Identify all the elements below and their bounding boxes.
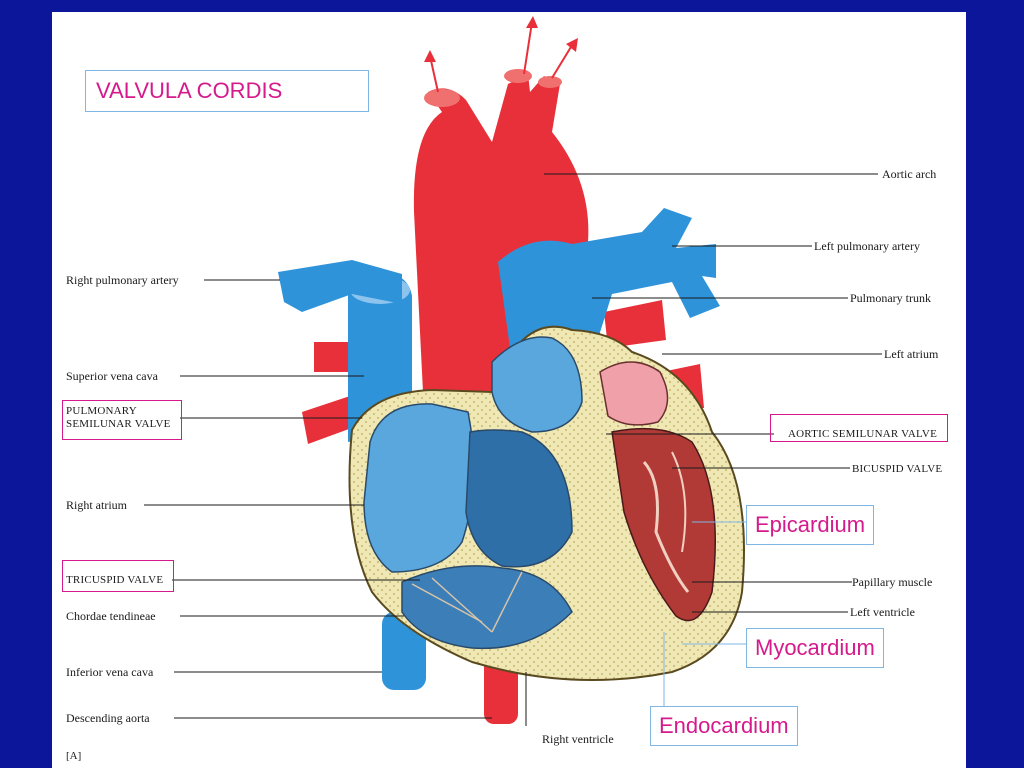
leader-lines-left	[144, 279, 492, 719]
layer-box-connectors	[663, 521, 746, 708]
pulmonary-trunk-vessel	[498, 208, 720, 362]
label-pulmonary-semilunar-valve-line2: SEMILUNAR VALVE	[66, 418, 171, 430]
label-right-atrium: Right atrium	[66, 498, 127, 512]
label-papillary-muscle: Papillary muscle	[852, 575, 933, 589]
label-tricuspid-valve: TRICUSPID VALVE	[66, 574, 164, 586]
pulmonary-valve-region	[491, 336, 583, 433]
label-pulmonary-trunk: Pulmonary trunk	[850, 291, 931, 305]
slide: VALVULA CORDIS Right pulmonary artery Su…	[52, 12, 966, 768]
pulmonary-semilunar-valve-highlight	[62, 400, 182, 440]
label-left-pulmonary-artery: Left pulmonary artery	[814, 239, 920, 253]
label-pulmonary-semilunar-valve-line1: PULMONARY	[66, 405, 137, 417]
aortic-arch-vessel	[413, 74, 589, 412]
endocardium-box: Endocardium	[650, 706, 798, 746]
right-atrium-chamber	[363, 403, 475, 573]
label-right-ventricle: Right ventricle	[542, 732, 614, 746]
label-inferior-vena-cava: Inferior vena cava	[66, 665, 154, 679]
label-figure-tag: [A]	[66, 750, 82, 762]
right-pulmonary-artery-vessel	[278, 260, 402, 312]
right-ventricle-chamber	[401, 565, 573, 650]
heart-illustration	[144, 16, 882, 726]
slide-title: VALVULA CORDIS	[85, 70, 369, 112]
label-chordae-tendineae: Chordae tendineae	[66, 609, 156, 623]
leader-lines-right	[525, 173, 882, 726]
label-left-atrium: Left atrium	[884, 347, 939, 361]
tricuspid-valve-highlight	[62, 560, 174, 592]
label-aortic-semilunar-valve: AORTIC SEMILUNAR VALVE	[788, 428, 937, 440]
label-right-pulmonary-artery: Right pulmonary artery	[66, 273, 179, 287]
myocardium-box: Myocardium	[746, 628, 884, 668]
label-superior-vena-cava: Superior vena cava	[66, 369, 158, 383]
label-descending-aorta: Descending aorta	[66, 711, 150, 725]
epicardium-box: Epicardium	[746, 505, 875, 545]
left-pulmonary-vein	[604, 300, 666, 348]
label-bicuspid-valve: BICUSPID VALVE	[852, 463, 943, 475]
label-left-ventricle: Left ventricle	[850, 605, 915, 619]
label-aortic-arch: Aortic arch	[882, 167, 937, 181]
left-atrium-chamber	[599, 361, 669, 426]
aortic-semilunar-valve-highlight	[770, 414, 948, 442]
